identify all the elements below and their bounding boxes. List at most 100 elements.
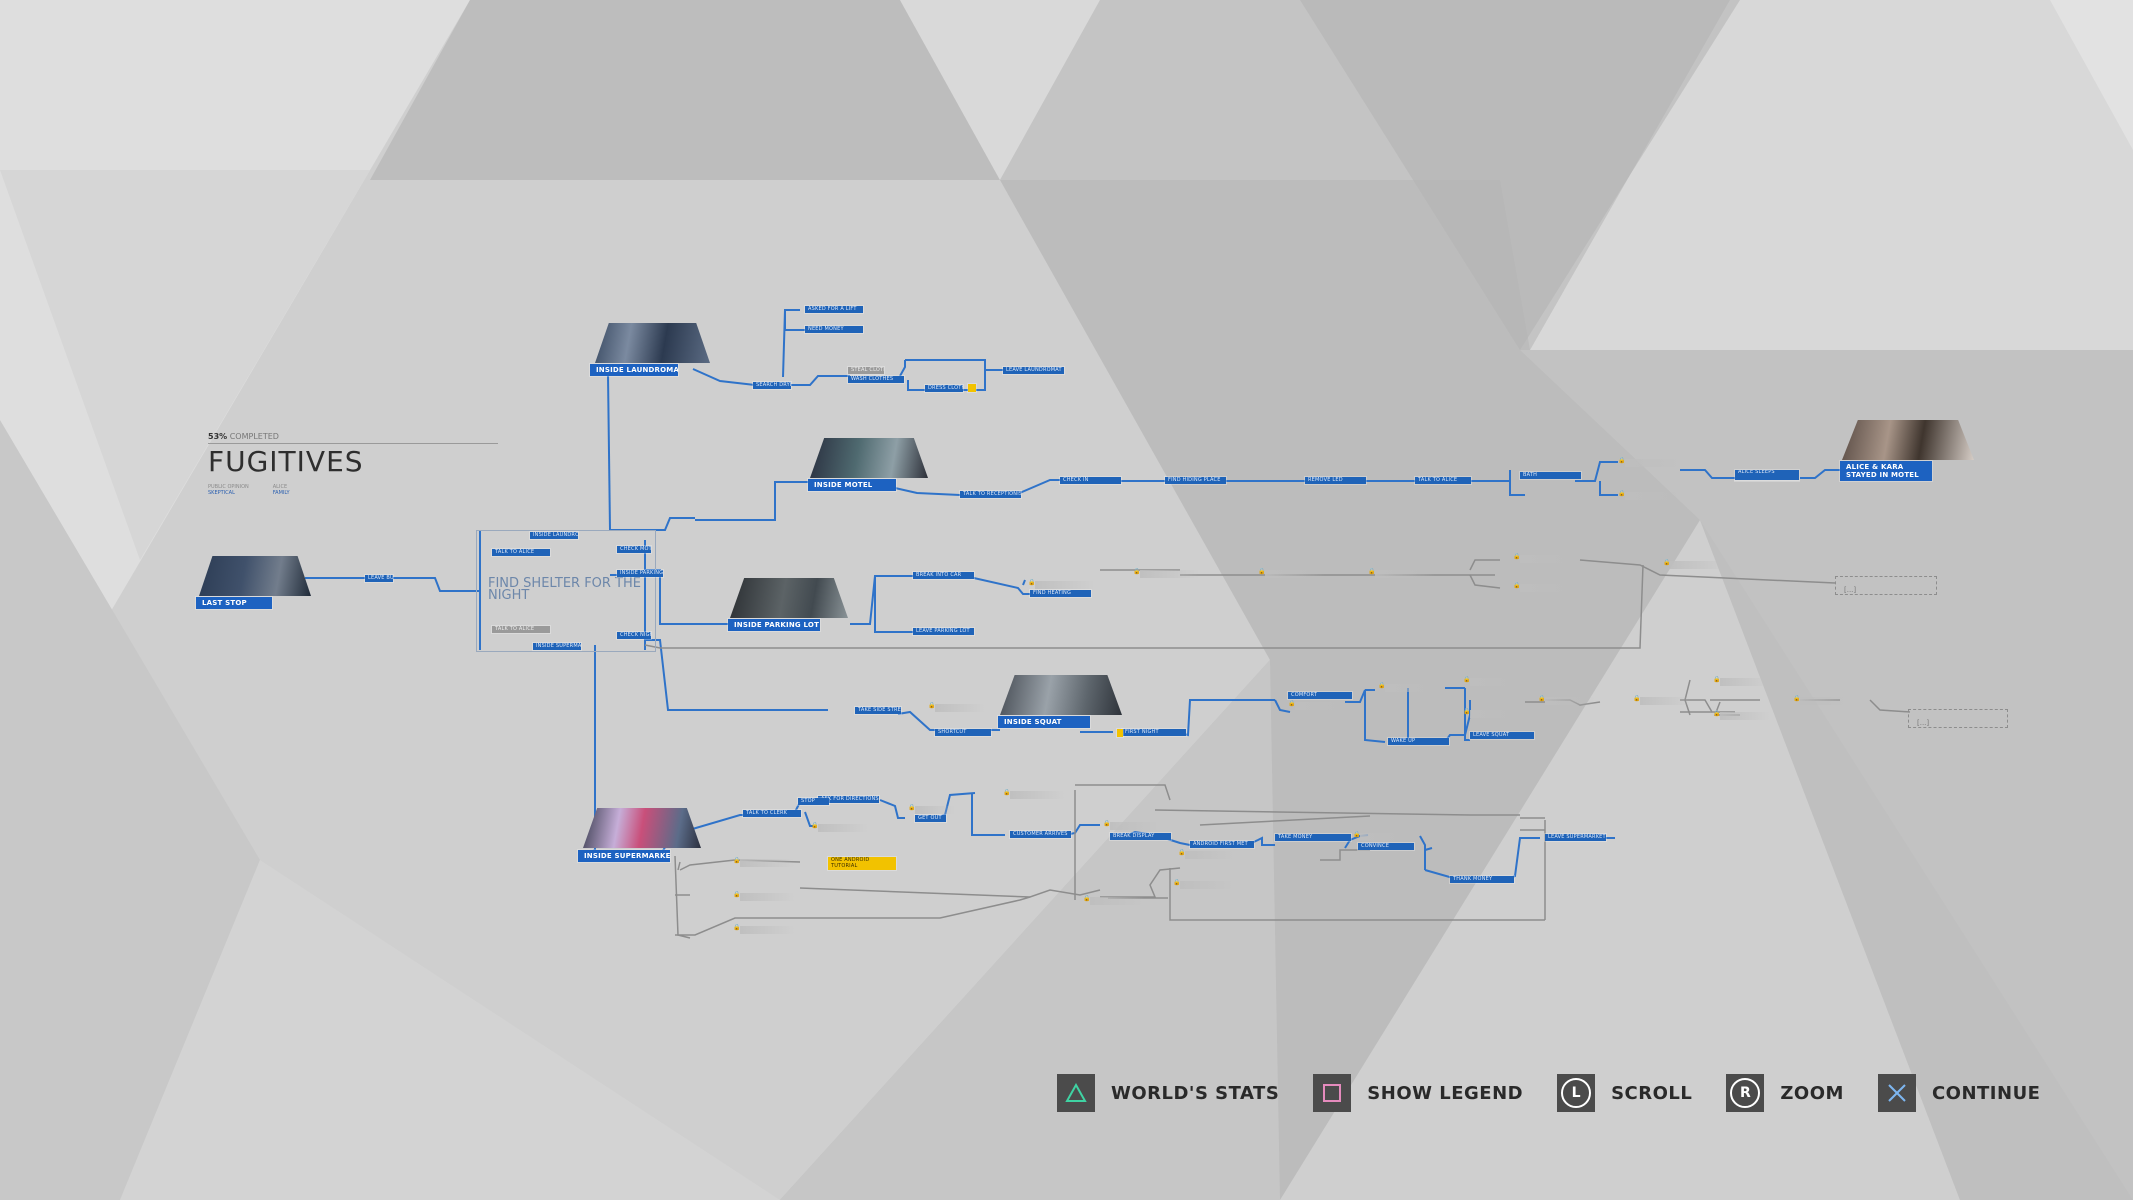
left-stick-icon: L xyxy=(1557,1074,1596,1112)
node-thank-money[interactable]: THANK MONEY xyxy=(1450,876,1514,883)
node-shortcut[interactable]: SHORTCUT xyxy=(935,729,991,736)
node-inside-motel[interactable]: INSIDE MOTEL xyxy=(808,479,896,491)
node-steal-clothes[interactable]: STEAL CLOTHES xyxy=(848,367,884,374)
node-inside-parking-lot[interactable]: INSIDE PARKING LOT xyxy=(728,619,820,631)
node-wake-up[interactable]: WAKE UP xyxy=(1388,738,1449,745)
show-legend-button[interactable]: SHOW LEGEND xyxy=(1313,1074,1523,1112)
node-hub-check-motel[interactable]: CHECK MOTEL xyxy=(617,546,651,553)
locked-parking-7 xyxy=(1663,559,1730,569)
right-stick-icon: R xyxy=(1726,1074,1765,1112)
locked-squat-8 xyxy=(1713,676,1770,686)
node-asked-lift[interactable]: ASKED FOR A LIFT xyxy=(805,306,863,313)
locked-super-3 xyxy=(1003,789,1065,799)
locked-squat-4 xyxy=(1463,676,1520,686)
triangle-icon xyxy=(1057,1074,1095,1112)
node-hub-talk-alice[interactable]: TALK TO ALICE xyxy=(492,549,550,556)
node-stop[interactable]: STOP xyxy=(798,798,829,805)
node-search-dryer[interactable]: SEARCH DRYER xyxy=(753,382,791,389)
node-hub-laundromat[interactable]: INSIDE LAUNDROMAT xyxy=(530,532,578,539)
node-leave-squat[interactable]: LEAVE SQUAT xyxy=(1470,732,1534,739)
locked-super-10 xyxy=(1083,895,1145,905)
node-dress-clothes[interactable]: DRESS CLOTHES xyxy=(925,385,963,392)
node-hub-talk-alice-2[interactable]: TALK TO ALICE xyxy=(492,626,550,633)
node-talk-to-clerk[interactable]: TALK TO CLERK xyxy=(743,810,801,817)
node-take-side-street[interactable]: TAKE SIDE STREET xyxy=(855,707,901,714)
node-convince[interactable]: CONVINCE xyxy=(1358,843,1414,850)
hint-marker-squat xyxy=(1117,729,1123,737)
locked-squat-6 xyxy=(1538,695,1595,705)
node-remove-led[interactable]: REMOVE LED xyxy=(1305,477,1366,484)
node-bath[interactable]: BATH xyxy=(1520,472,1581,479)
node-ending-motel[interactable]: ALICE & KARA STAYED IN MOTEL xyxy=(1840,461,1932,481)
completion-label: COMPLETED xyxy=(229,432,279,441)
hint-tutorial: ONE ANDROID TUTORIAL xyxy=(828,857,896,870)
node-hub-supermarket[interactable]: INSIDE SUPERMARKET xyxy=(533,643,581,650)
locked-super-5 xyxy=(1178,849,1235,859)
node-motel-talk-alice[interactable]: TALK TO ALICE xyxy=(1415,477,1471,484)
node-leave-laundromat[interactable]: LEAVE LAUNDROMAT xyxy=(1003,367,1064,374)
node-alice-sleeps[interactable]: ALICE SLEEPS xyxy=(1735,470,1799,480)
ending-thumbnail xyxy=(1842,420,1974,460)
locked-super-1 xyxy=(811,822,868,832)
node-inside-supermarket[interactable]: INSIDE SUPERMARKET xyxy=(578,850,670,862)
locked-squat-1 xyxy=(928,702,985,712)
locked-super-7 xyxy=(733,857,795,867)
node-break-into-car[interactable]: BREAK INTO CAR xyxy=(913,572,974,579)
zoom-button[interactable]: R ZOOM xyxy=(1726,1074,1844,1112)
objective-bracket xyxy=(476,530,656,652)
node-break-display[interactable]: BREAK DISPLAY xyxy=(1110,833,1171,840)
locked-parking-1 xyxy=(1028,579,1095,589)
node-comfort[interactable]: COMFORT xyxy=(1288,692,1352,699)
node-leave-bus[interactable]: LEAVE BUS xyxy=(365,575,393,582)
node-hub-parking-lot[interactable]: INSIDE PARKING LOT xyxy=(617,570,663,577)
locked-end-2: [...] xyxy=(1908,709,2008,728)
completion-indicator: 53% COMPLETED xyxy=(208,432,498,441)
node-inside-laundromat[interactable]: INSIDE LAUNDROMAT xyxy=(590,364,678,376)
locked-squat-5 xyxy=(1463,708,1520,718)
motel-thumbnail xyxy=(810,438,928,478)
node-wash-clothes[interactable]: WASH CLOTHES xyxy=(848,376,904,383)
locked-end-1: [...] xyxy=(1835,576,1937,595)
node-last-stop[interactable]: LAST STOP xyxy=(196,597,272,609)
scroll-label: SCROLL xyxy=(1611,1082,1693,1104)
node-check-in[interactable]: CHECK IN xyxy=(1060,477,1121,484)
node-leave-supermarket[interactable]: LEAVE SUPERMARKET xyxy=(1545,834,1606,841)
locked-squat-2 xyxy=(1288,700,1350,710)
locked-super-9 xyxy=(733,924,795,934)
locked-parking-4 xyxy=(1368,568,1435,578)
locked-super-2 xyxy=(908,804,955,814)
node-customer-arrives[interactable]: CUSTOMER ARRIVES xyxy=(1010,831,1071,838)
node-hub-check-night[interactable]: CHECK NIGHT xyxy=(617,632,651,639)
node-get-out[interactable]: GET OUT xyxy=(915,815,946,822)
node-talk-receptionist[interactable]: TALK TO RECEPTIONIST xyxy=(960,491,1021,498)
chapter-title: FUGITIVES xyxy=(208,445,364,478)
node-leave-parking[interactable]: LEAVE PARKING LOT xyxy=(913,628,974,635)
scroll-button[interactable]: L SCROLL xyxy=(1557,1074,1692,1112)
continue-button[interactable]: CONTINUE xyxy=(1877,1074,2041,1112)
node-find-hiding[interactable]: FIND HIDING PLACE xyxy=(1165,477,1226,484)
controls-bar: WORLD'S STATS SHOW LEGEND L SCROLL R ZOO… xyxy=(1057,1074,2074,1112)
world-stats-button[interactable]: WORLD'S STATS xyxy=(1057,1074,1279,1112)
last-stop-thumbnail xyxy=(199,556,311,596)
node-take-money[interactable]: TAKE MONEY xyxy=(1275,834,1351,841)
node-ask-directions[interactable]: ASK FOR DIRECTIONS xyxy=(818,796,879,803)
locked-super-11 xyxy=(1173,879,1235,889)
locked-parking-3 xyxy=(1258,568,1325,578)
node-inside-squat[interactable]: INSIDE SQUAT xyxy=(998,716,1090,728)
objective-label: FIND SHELTER FOR THE NIGHT xyxy=(488,576,641,603)
locked-motel-1 xyxy=(1618,457,1685,467)
node-need-money[interactable]: NEED MONEY xyxy=(805,326,863,333)
hint-marker-laundromat xyxy=(968,384,976,392)
node-find-heating[interactable]: FIND HEATING xyxy=(1030,590,1091,597)
parking-lot-thumbnail xyxy=(730,578,848,618)
completion-percent: 53% xyxy=(208,432,228,441)
node-android-first-met[interactable]: ANDROID FIRST MET xyxy=(1190,841,1254,848)
square-icon xyxy=(1313,1074,1352,1112)
node-first-night[interactable]: FIRST NIGHT xyxy=(1122,729,1186,736)
zoom-label: ZOOM xyxy=(1780,1082,1844,1104)
